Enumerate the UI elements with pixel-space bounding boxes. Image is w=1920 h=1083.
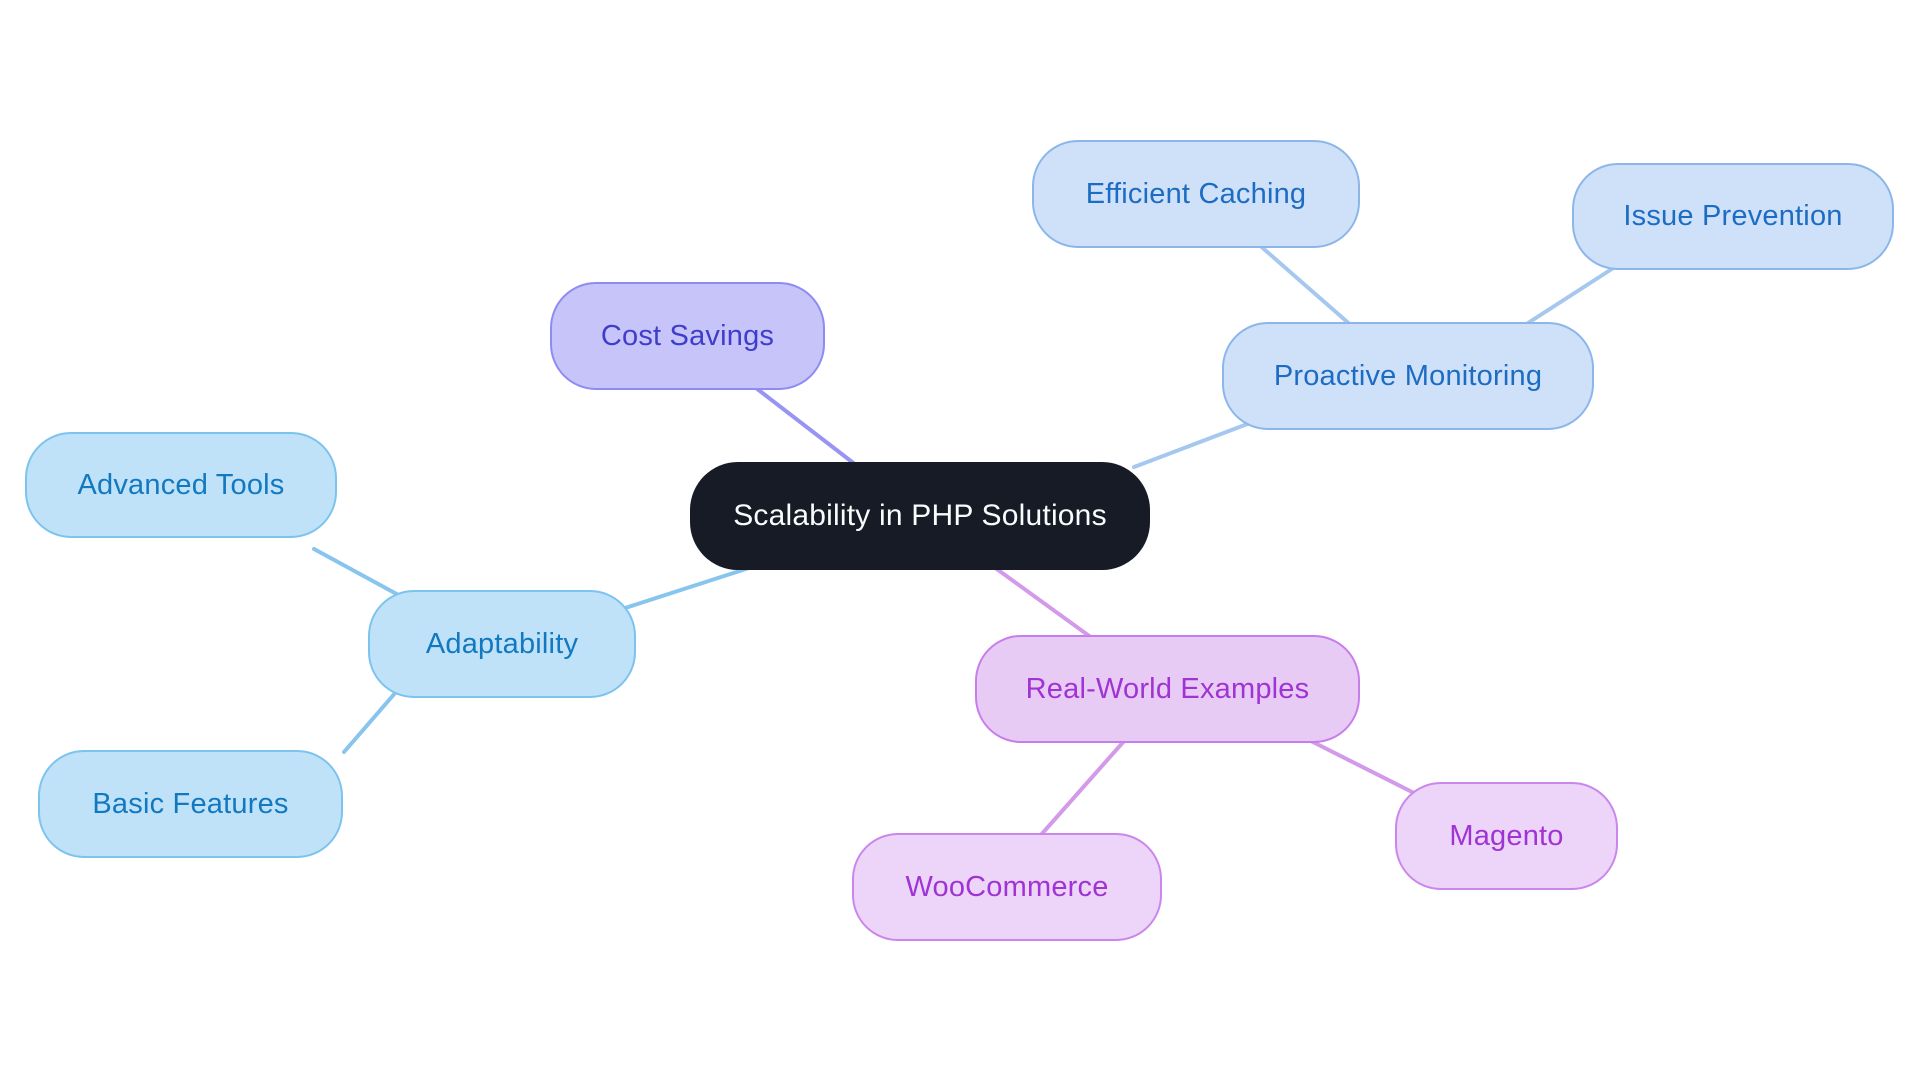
edge-root-proactive-monitoring bbox=[1132, 421, 1252, 469]
node-cost-savings[interactable]: Cost Savings bbox=[550, 282, 825, 390]
node-root-scalability[interactable]: Scalability in PHP Solutions bbox=[690, 462, 1150, 570]
node-label: Issue Prevention bbox=[1623, 200, 1843, 232]
edge-root-real-world-examples bbox=[992, 565, 1094, 640]
node-label: Real-World Examples bbox=[1025, 672, 1310, 705]
node-magento[interactable]: Magento bbox=[1395, 782, 1618, 890]
node-label: Magento bbox=[1449, 819, 1564, 852]
node-label: Advanced Tools bbox=[77, 468, 285, 501]
edge-proactive-issue-prevention bbox=[1523, 263, 1620, 327]
edge-proactive-efficient-caching bbox=[1255, 241, 1355, 329]
node-issue-prevention[interactable]: Issue Prevention bbox=[1572, 163, 1894, 270]
node-label: Efficient Caching bbox=[1085, 177, 1307, 210]
edge-adaptability-basic-features bbox=[342, 690, 398, 754]
node-woocommerce[interactable]: WooCommerce bbox=[852, 833, 1162, 941]
node-advanced-tools[interactable]: Advanced Tools bbox=[25, 432, 337, 538]
edge-root-cost-savings bbox=[754, 386, 858, 467]
node-efficient-caching[interactable]: Efficient Caching bbox=[1032, 140, 1360, 248]
node-label: Scalability in PHP Solutions bbox=[733, 499, 1107, 532]
edge-real-world-woocommerce bbox=[1038, 738, 1127, 838]
node-label: Cost Savings bbox=[600, 319, 775, 352]
edge-real-world-magento bbox=[1305, 737, 1418, 796]
edge-root-adaptability bbox=[620, 565, 754, 611]
edge-adaptability-advanced-tools bbox=[312, 547, 406, 600]
node-label: Adaptability bbox=[425, 627, 579, 660]
node-label: Proactive Monitoring bbox=[1273, 359, 1543, 392]
node-basic-features[interactable]: Basic Features bbox=[38, 750, 343, 858]
node-real-world-examples[interactable]: Real-World Examples bbox=[975, 635, 1360, 743]
node-label: WooCommerce bbox=[905, 870, 1109, 903]
node-label: Basic Features bbox=[92, 787, 289, 820]
node-proactive-monitoring[interactable]: Proactive Monitoring bbox=[1222, 322, 1594, 430]
node-adaptability[interactable]: Adaptability bbox=[368, 590, 636, 698]
